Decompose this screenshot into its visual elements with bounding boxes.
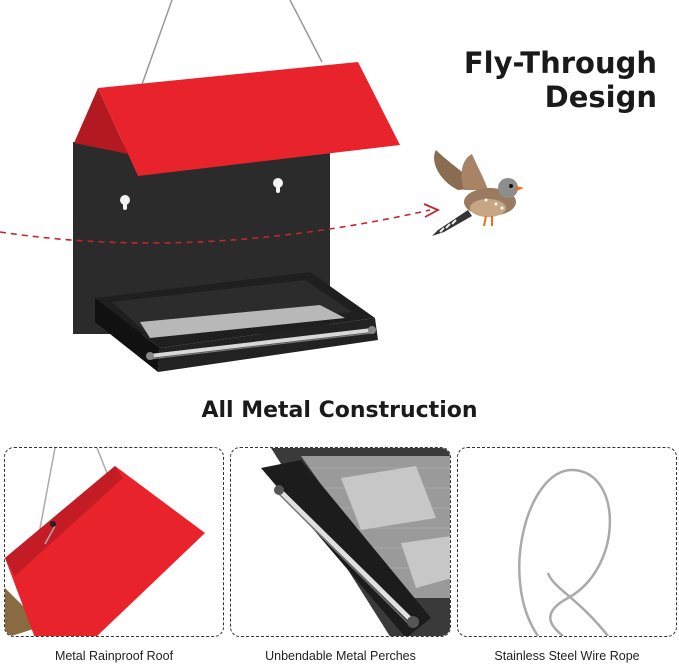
caption-roof: Metal Rainproof Roof [54, 649, 174, 663]
headline-line1: Fly-Through [463, 46, 657, 80]
hanging-wire [139, 0, 323, 91]
feature-panel-perches [230, 447, 451, 637]
perch-closeup-image [261, 448, 450, 636]
caption-perches: Unbendable Metal Perches [265, 649, 416, 663]
feature-panel-roof [4, 447, 224, 637]
feeder-perch [148, 328, 374, 358]
feeder-roof-side [74, 88, 128, 154]
feeder-roof [98, 62, 400, 176]
wire-rope-image [518, 468, 612, 636]
roof-closeup-image [5, 448, 205, 636]
headline: Fly-Through Design [357, 46, 657, 114]
caption-wire-rope: Stainless Steel Wire Rope [494, 649, 640, 663]
perch-bar [276, 487, 414, 623]
hero-illustration [0, 0, 524, 372]
headline-line2: Design [544, 80, 657, 114]
keyhole-icon [120, 178, 283, 210]
wire-rope [518, 468, 612, 636]
bird-icon [432, 150, 524, 236]
section-title: All Metal Construction [201, 398, 478, 423]
feature-panel-wire-rope [457, 447, 677, 637]
